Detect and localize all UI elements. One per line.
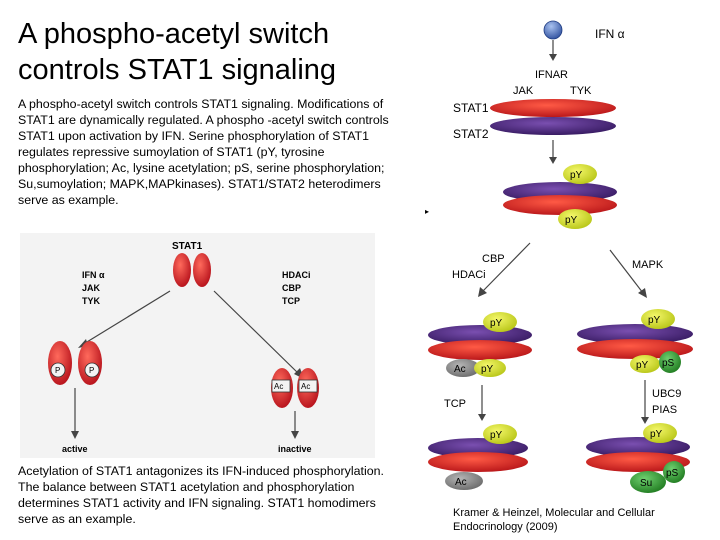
stat1-bottom-left [428,452,528,472]
stat1-bottom-right [586,452,690,472]
py-badge-acetyl-top [483,312,517,332]
citation: Kramer & Heinzel, Molecular and Cellular… [453,507,655,533]
ps-badge-bottom-right [663,461,685,483]
stat1-label: STAT1 [453,101,489,115]
pias-label: PIAS [652,404,677,416]
ac-badge-mid [446,359,480,377]
phospho-label-right: P [89,366,94,375]
activator-ifn: IFN α [82,270,105,280]
arrow-right-branch [213,290,301,376]
py-label-stat1: pY [565,215,578,226]
ps-label-mid: pS [662,358,675,369]
stat1-label: STAT1 [172,241,203,252]
phospho-badge-right [84,362,100,378]
py-label-ps-top: pY [648,315,661,326]
arrow-to-serine-phosphorylation [609,249,644,294]
arrowhead-tcp [478,414,486,421]
stat2-ps-path [577,324,693,344]
arrowhead-active [71,431,79,439]
ps-badge-mid [659,351,681,373]
jak-label: JAK [513,85,534,97]
py-badge-ps-top [641,309,675,329]
stat1-monomer-left [173,253,191,287]
arrowhead-to-serine-phosphorylation [638,288,647,298]
arrowhead-receptor-activation [549,157,557,164]
py-badge-stat2 [563,164,597,184]
stat1-homodimer-figure: STAT1 IFN α JAK TYK HDACi CBP TCP P P Ac… [20,233,375,458]
ac-label-mid: Ac [454,364,466,375]
py-label-acetyl-top: pY [490,318,503,329]
arrowhead-sumoylation [641,417,649,424]
phospho-label-left: P [55,366,60,375]
inhibitor-cbp: CBP [282,283,301,293]
su-badge [630,471,666,493]
ps-label-bottom-right: pS [666,468,679,479]
py-label-bottom-left: pY [490,430,503,441]
stat1-acetyl-path [428,340,532,360]
py-badge-acetyl-bottom [474,359,506,377]
py-label-acetyl-bottom: pY [481,364,494,375]
phospho-badge-left [50,362,66,378]
arrowhead-inactive [291,431,299,439]
stat1-stat2-pathway-figure: IFN α IFNAR JAK TYK STAT1 STAT2 pY pY ▸ … [425,20,693,493]
activator-jak: JAK [82,283,101,293]
stat2-label: STAT2 [453,127,489,141]
py-label-bottom-right: pY [650,429,663,440]
hdaci-label: HDACi [452,269,486,281]
inhibitor-tcp: TCP [282,296,300,306]
acetyl-label-left: Ac [274,382,283,391]
acetyl-label-right: Ac [301,382,310,391]
ifnar-label: IFNAR [535,69,568,81]
stat2-monomer [490,117,616,135]
py-label-ps-bottom: pY [636,360,649,371]
mapk-label: MAPK [632,259,664,271]
acetyl-badge-left [271,379,291,393]
description-top: A phospho-acetyl switch controls STAT1 s… [18,97,389,207]
arrow-to-acetylation [481,242,531,293]
tyk-label: TYK [570,85,592,97]
stat1-monomer-right [193,253,211,287]
su-label: Su [640,478,652,489]
py-label-stat2: pY [570,170,583,181]
py-badge-bottom-right [643,423,677,443]
stat1-monomer [490,99,616,117]
description-bottom: Acetylation of STAT1 antagonizes its IFN… [18,464,384,526]
stat1-phosphorylated [503,195,617,215]
py-badge-ps-bottom [630,355,660,373]
ifn-ligand-icon [543,20,563,40]
arrowhead-to-acetylation [478,287,487,297]
ubc9-label: UBC9 [652,388,681,400]
py-badge-stat1 [558,209,592,229]
active-label: active [62,444,88,454]
slide-title: A phospho-acetyl switch controls STAT1 s… [18,18,337,86]
activator-tyk: TYK [82,296,101,306]
py-badge-bottom-left [483,424,517,444]
inhibitor-hdaci: HDACi [282,270,311,280]
cbp-label: CBP [482,253,505,265]
ifn-label: IFN α [595,27,625,41]
acetyl-badge-right [298,379,318,393]
small-bullet: ▸ [425,207,429,216]
inactive-label: inactive [278,444,312,454]
ac-badge-bottom-left [445,472,483,490]
ac-label-bottom-left: Ac [455,477,467,488]
ifn-arrowhead [549,54,557,61]
tcp-label: TCP [444,398,466,410]
arrow-left-branch [81,290,171,346]
